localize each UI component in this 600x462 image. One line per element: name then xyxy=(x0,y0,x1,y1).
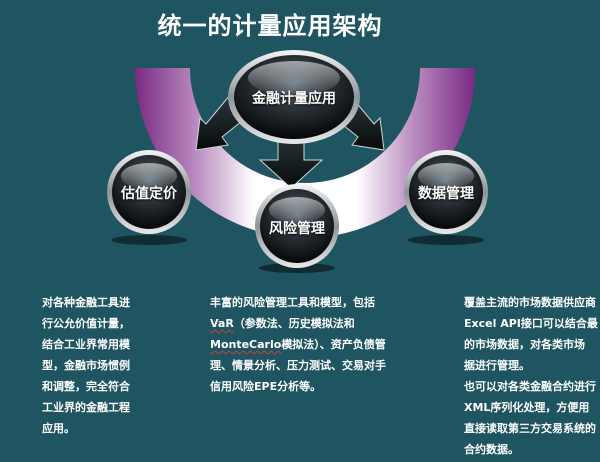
page-title: 统一的计量应用架构 xyxy=(157,12,383,40)
desc-valuation: 对各种金融工具进 行公允价值计量， 结合工业界常用模 型，金融市场惯例 和调整，… xyxy=(42,292,162,439)
desc-line: 合约数据。 xyxy=(464,443,519,456)
node-center-orb xyxy=(255,184,339,268)
desc-line: 应用。 xyxy=(42,422,75,435)
desc-line: 直接读取第三方交易系统的 xyxy=(464,422,596,435)
desc-line: 理、情景分析、压力测试、交易对手 xyxy=(210,359,386,372)
desc-line: MonteCarlo模拟法）、资产负债管 xyxy=(210,338,386,351)
desc-line: VaR（参数法、历史模拟法和 xyxy=(210,317,355,330)
desc-risk: 丰富的风险管理工具和模型，包括 VaR（参数法、历史模拟法和 MonteCarl… xyxy=(210,292,410,397)
node-right-label: 数据管理 xyxy=(418,186,474,202)
node-right-orb xyxy=(404,150,488,234)
desc-data: 覆盖主流的市场数据供应商 Excel API接口可以结合最 的市场数据，对各类市… xyxy=(464,292,600,460)
desc-line: 结合工业界常用模 xyxy=(42,338,130,351)
desc-line: Excel API接口可以结合最 xyxy=(464,317,598,330)
desc-line: 也可以对各类金融合约进行 xyxy=(464,380,596,393)
node-left-label: 估值定价 xyxy=(121,186,177,202)
desc-line: XML序列化处理，方便用 xyxy=(464,401,590,414)
desc-line: 覆盖主流的市场数据供应商 xyxy=(464,296,596,309)
montecarlo-term: MonteCarlo xyxy=(210,338,282,351)
desc-line: 工业界的金融工程 xyxy=(42,401,130,414)
node-left-orb xyxy=(107,150,191,234)
node-top-label: 金融计量应用 xyxy=(252,91,336,107)
var-term: VaR xyxy=(210,317,234,330)
desc-line: 丰富的风险管理工具和模型，包括 xyxy=(210,296,375,309)
node-center-label: 风险管理 xyxy=(269,221,325,237)
desc-line: 对各种金融工具进 xyxy=(42,296,130,309)
desc-line: 型，金融市场惯例 xyxy=(42,359,130,372)
arc-band xyxy=(135,68,475,238)
desc-line: 行公允价值计量， xyxy=(42,317,130,330)
desc-line: 信用风险EPE分析等。 xyxy=(210,380,322,393)
node-top-orb xyxy=(228,50,360,144)
desc-line: 据进行管理。 xyxy=(464,359,530,372)
desc-line: 的市场数据，对各类市场 xyxy=(464,338,585,351)
desc-line: 和调整，完全符合 xyxy=(42,380,130,393)
